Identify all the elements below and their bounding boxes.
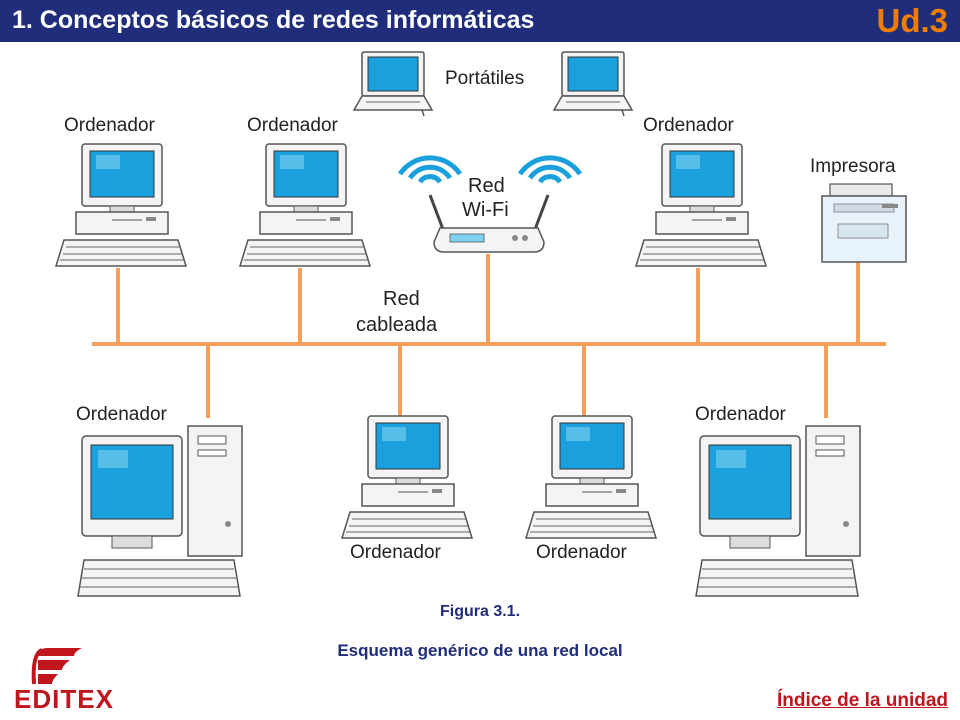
unit-label: Ud.3 [876, 2, 948, 39]
editex-logo-mark [31, 648, 82, 685]
computer-top-3 [635, 143, 767, 267]
computer-bottom-4-label: Ordenador [695, 404, 787, 425]
network-diagram: Portátiles Ordenador Ordenador Ordenador… [55, 51, 907, 597]
computer-top-1 [55, 143, 187, 267]
computer-bottom-4 [695, 425, 861, 597]
computer-top-2 [239, 143, 371, 267]
printer-label: Impresora [810, 156, 896, 177]
editex-logo: EDITEX [8, 646, 138, 716]
wired-label-line2: cableada [356, 314, 438, 336]
computer-bottom-2-label: Ordenador [350, 542, 442, 563]
laptops-label: Portátiles [445, 68, 524, 89]
computer-bottom-1-label: Ordenador [76, 404, 168, 425]
computer-bottom-3-label: Ordenador [536, 542, 628, 563]
computer-top-1-label: Ordenador [64, 115, 156, 136]
laptop-right [553, 51, 633, 117]
figure-caption: Esquema genérico de una red local [337, 641, 623, 660]
laptop-left [353, 51, 433, 117]
editex-logo-text: EDITEX [14, 684, 114, 714]
unit-index-link[interactable]: Índice de la unidad [776, 690, 948, 711]
computer-top-2-label: Ordenador [247, 115, 339, 136]
figure-number: Figura 3.1. [439, 603, 521, 620]
computer-top-3-label: Ordenador [643, 115, 735, 136]
header-bar: 1. Conceptos básicos de redes informátic… [0, 0, 960, 42]
computer-bottom-3 [525, 415, 657, 539]
page-title: 1. Conceptos básicos de redes informátic… [12, 6, 535, 34]
wifi-label-line1: Red [468, 175, 505, 197]
computer-bottom-2 [341, 415, 473, 539]
computer-bottom-1 [77, 425, 243, 597]
printer [821, 183, 907, 263]
wired-network-cable [92, 254, 886, 418]
wifi-label-line2: Wi-Fi [462, 199, 509, 221]
wifi-router [400, 158, 580, 253]
wired-label-line1: Red [383, 288, 420, 310]
